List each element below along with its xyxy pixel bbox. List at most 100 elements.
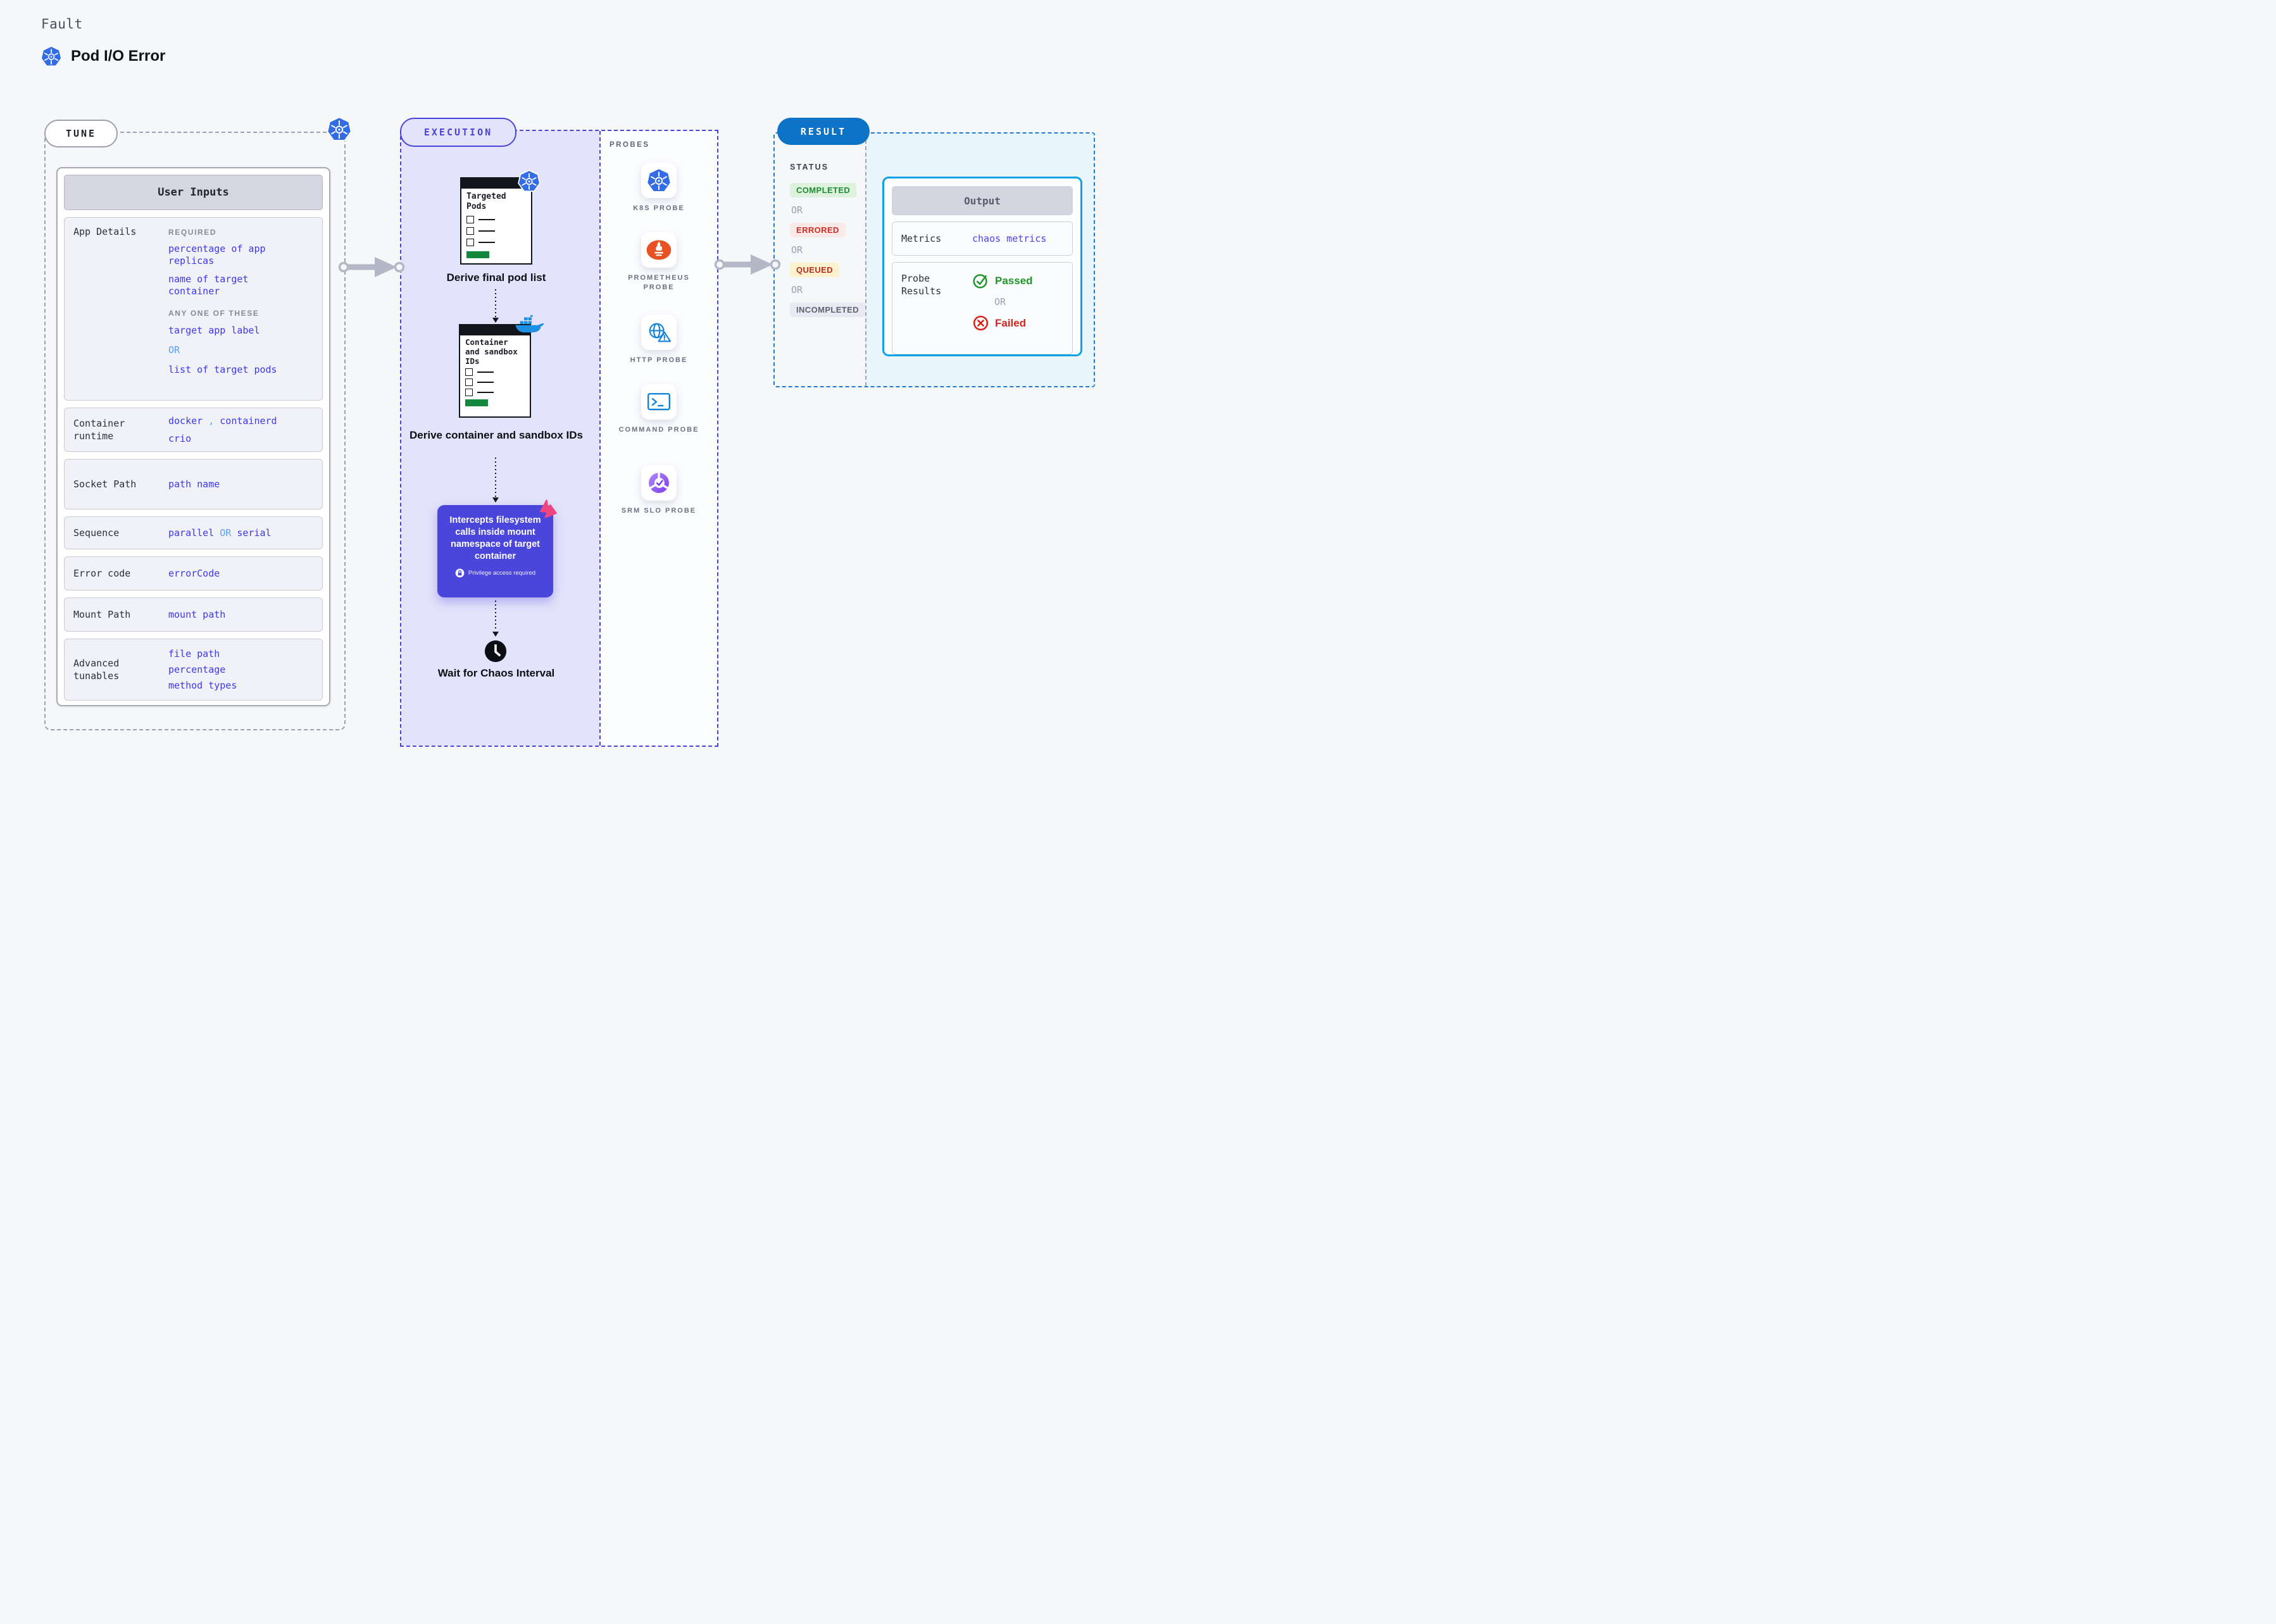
targeted-pods-card: Targeted Pods [460,177,532,265]
probe-results-row: Probe Results Passed OR Failed [892,262,1073,354]
intercept-step-text: Intercepts filesystem calls inside mount… [449,515,541,561]
step-caption: Wait for Chaos Interval [437,667,555,679]
probe-label: K8S PROBE [633,204,685,212]
probe-label: SRM SLO PROBE [621,507,697,515]
row-label: Container runtime [73,418,125,442]
row-value: serial [237,527,272,539]
user-inputs-header: User Inputs [64,175,323,210]
row-sequence: Sequence parallel OR serial [64,516,323,549]
probe-item-command: COMMAND PROBE [601,384,717,435]
clock-icon [484,640,507,663]
flow-arrow-down [492,458,499,503]
docker-icon [515,315,545,337]
checklist-item [465,378,525,386]
row-container-runtime: Container runtime docker , containerd cr… [64,408,323,452]
step-caption: Derive final pod list [446,272,546,284]
card-titlebar [461,178,531,189]
or-separator: OR [994,296,1006,308]
row-app-details: App Details REQUIRED percentage of app r… [64,217,323,401]
user-inputs-table: User Inputs App Details REQUIRED percent… [56,167,330,706]
row-value: crio [168,432,192,444]
row-value: target app label [168,325,260,336]
checklist-item [466,227,526,235]
metrics-value: chaos metrics [972,233,1047,244]
row-value: name of target container [168,273,249,297]
fault-kicker: Fault [41,16,83,32]
passed-label: Passed [995,274,1033,287]
lock-icon [455,568,465,578]
failed-row: Failed [972,315,1033,332]
probe-results-label: Probe Results [901,273,942,297]
intercept-step-box: Intercepts filesystem calls inside mount… [437,505,553,597]
metrics-label: Metrics [901,233,942,244]
row-value: file path [168,647,220,659]
status-heading: STATUS [790,163,829,172]
row-value: mount path [168,608,226,620]
kubernetes-icon [41,46,62,67]
globe-warning-icon [646,321,672,344]
probe-label: COMMAND PROBE [618,426,699,434]
probe-item-srm-slo: SRM SLO PROBE [601,465,717,516]
required-heading: REQUIRED [168,228,217,237]
card-title: Container and sandbox IDs [465,337,518,366]
probes-panel: PROBES K8S PROBE PROMETHEUS PROBE HTTP P… [599,131,717,746]
probe-item-prometheus: PROMETHEUS PROBE [601,232,717,292]
row-mount-path: Mount Path mount path [64,597,323,632]
progress-bar [466,251,489,258]
kubernetes-icon [518,170,541,192]
prometheus-icon [646,237,672,263]
checklist-item [465,389,525,396]
row-label: Mount Path [73,609,131,620]
fault-diagram-page: Fault Pod I/O Error TUNE User Inputs App… [0,0,1138,812]
row-socket-path: Socket Path path name [64,459,323,509]
row-label: App Details [73,226,137,237]
terminal-icon [646,392,672,412]
tune-badge: TUNE [44,120,118,147]
metrics-row: Metrics chaos metrics [892,222,1073,256]
row-value: percentage [168,663,226,675]
row-label: Sequence [73,527,120,539]
row-value: parallel [168,527,215,539]
output-header: Output [892,186,1073,215]
pie-check-icon [646,470,672,496]
or-separator: OR [168,344,180,356]
row-value: path name [168,478,220,490]
kubernetes-icon [327,116,352,142]
row-value: docker [168,415,203,427]
flow-arrow-down [492,601,499,637]
status-badge-incompleted: INCOMPLETED [790,303,866,317]
or-separator: OR [791,244,803,256]
row-value: method types [168,679,237,691]
container-sandbox-ids-card: Container and sandbox IDs [459,324,531,418]
page-title: Pod I/O Error [41,46,165,67]
card-title: Targeted Pods [466,192,506,211]
progress-bar [465,399,488,406]
row-value: errorCode [168,567,220,579]
probe-item-http: HTTP PROBE [601,315,717,365]
status-badge-errored: ERRORED [790,223,846,237]
row-label: Advanced tunables [73,658,120,682]
tune-section [44,132,346,730]
any-one-heading: ANY ONE OF THESE [168,309,259,318]
value-separator: , [208,415,215,427]
execution-to-result-arrow [714,252,781,277]
result-section: STATUS COMPLETED OR ERRORED OR QUEUED OR… [773,132,1095,387]
probe-label: PROMETHEUS PROBE [628,274,690,291]
row-label: Error code [73,568,131,579]
privilege-note: Privilege access required [444,568,547,578]
status-badge-queued: QUEUED [790,263,840,277]
x-circle-icon [972,315,989,332]
card-titlebar [460,325,530,335]
row-value: containerd [220,415,277,427]
or-separator: OR [791,204,803,216]
execution-section: PROBES K8S PROBE PROMETHEUS PROBE HTTP P… [400,130,718,747]
kubernetes-icon [646,168,672,193]
probes-heading: PROBES [610,141,650,149]
or-separator: OR [791,284,803,296]
row-value: percentage of app replicas [168,243,266,266]
or-separator: OR [220,527,232,539]
step-caption: Derive container and sandbox IDs [410,429,583,441]
row-label: Socket Path [73,478,137,490]
privilege-note-text: Privilege access required [468,570,536,577]
result-badge: RESULT [777,118,870,145]
